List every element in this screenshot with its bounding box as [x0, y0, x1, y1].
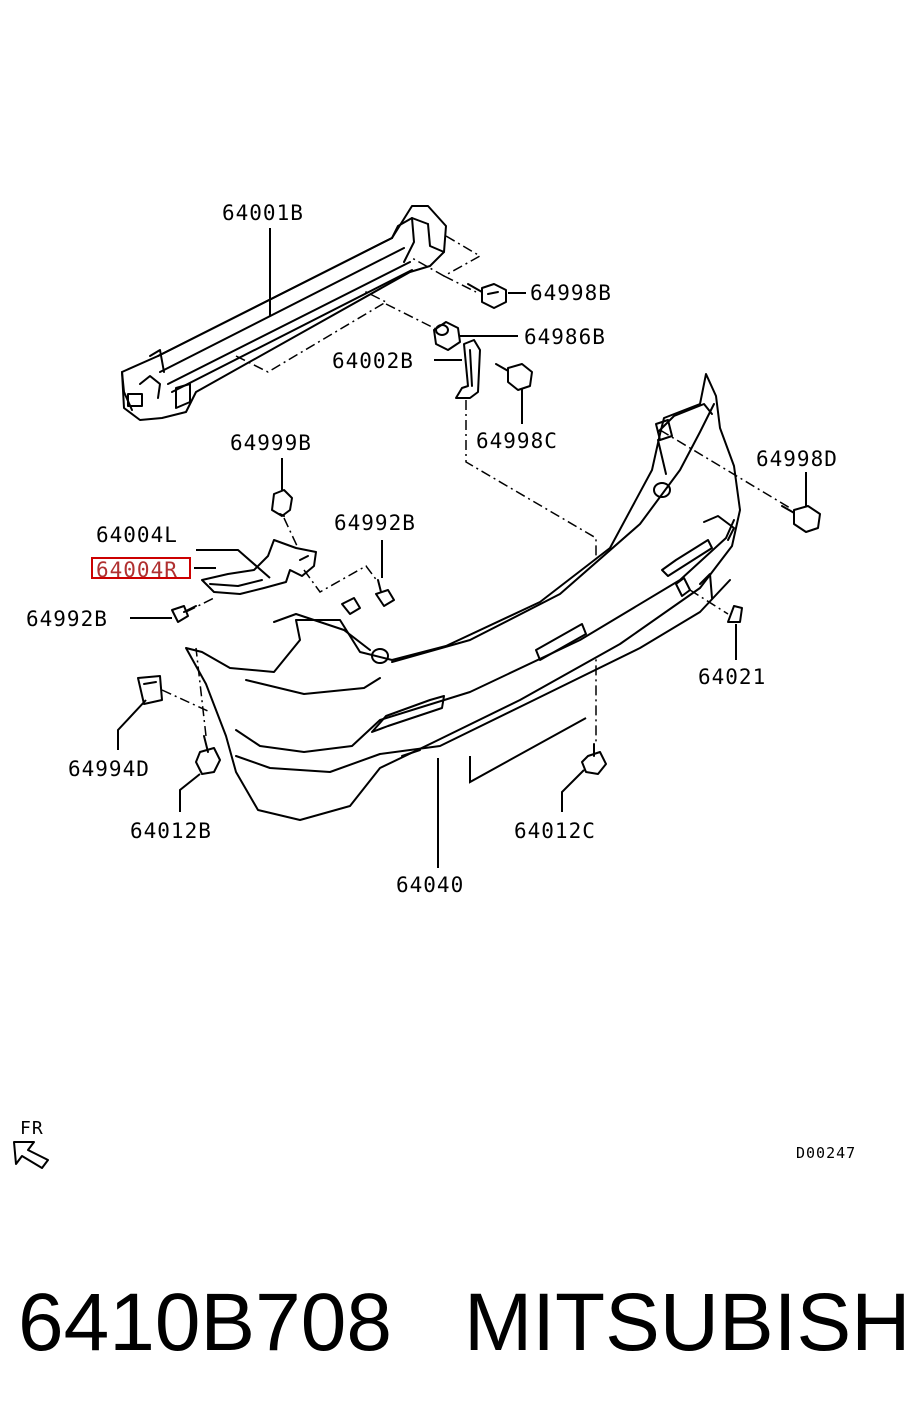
front-arrow-icon: [13, 1141, 49, 1169]
bolt-64998b: [467, 283, 507, 309]
beam-mount-line: [411, 235, 482, 277]
label-64999b: 64999B: [230, 431, 312, 455]
part-number-footer: 6410B708 MITSUBISHI: [18, 1268, 909, 1378]
label-64021: 64021: [698, 665, 766, 689]
label-64002b: 64002B: [332, 349, 414, 373]
highlight-box-64004r: [91, 557, 191, 579]
label-64998b: 64998B: [530, 281, 612, 305]
clip-line-64012B: [195, 647, 207, 737]
label-64004r: 64004R: [96, 558, 178, 582]
label-64012b: 64012B: [130, 819, 212, 843]
pad-line-64994D: [161, 689, 211, 713]
bumper-reinforcement-beam: [121, 205, 447, 421]
label-64986b: 64986B: [524, 325, 606, 349]
front-direction-indicator: FR: [13, 1118, 49, 1169]
screw-64992b-left: [171, 605, 197, 623]
bracket-line-64004: [303, 565, 379, 593]
part-number: 6410B708: [18, 1277, 392, 1368]
bracket-lines-64040: [469, 717, 587, 784]
bracket-64002b: [455, 339, 481, 399]
label-64998d: 64998D: [756, 447, 838, 471]
label-64001b: 64001B: [222, 201, 304, 225]
spacer-64986b: [433, 321, 461, 351]
clip-64012c: [581, 743, 607, 775]
beam-center-line: [235, 289, 388, 373]
spacer-line-64986B: [385, 303, 439, 331]
bolt-64998d: [781, 505, 821, 533]
clip-64999b: [271, 489, 293, 517]
label-64012c: 64012C: [514, 819, 596, 843]
brand-name: MITSUBISHI: [463, 1277, 909, 1368]
pad-64994d: [137, 675, 163, 705]
side-bracket-64004: [201, 539, 317, 595]
leader-lines: [117, 228, 807, 868]
clip-64021: [727, 605, 743, 623]
diagram-code: D00247: [796, 1144, 856, 1162]
label-64992b-left: 64992B: [26, 607, 108, 631]
clip-64012b: [195, 735, 221, 775]
clip-line-64021: [689, 589, 729, 615]
bolt-line-64998D: [659, 429, 791, 509]
label-64040: 64040: [396, 873, 464, 897]
front-label: FR: [20, 1118, 44, 1139]
rear-bumper-cover: [185, 373, 741, 821]
bolt-64998c: [495, 363, 533, 391]
label-64992b-upper: 64992B: [334, 511, 416, 535]
label-64998c: 64998C: [476, 429, 558, 453]
label-64004l: 64004L: [96, 523, 178, 547]
screw-64992b-upper: [375, 579, 395, 607]
clip-line-64999B: [283, 517, 299, 549]
bolt-line-64998B: [443, 275, 477, 293]
label-64994d: 64994D: [68, 757, 150, 781]
